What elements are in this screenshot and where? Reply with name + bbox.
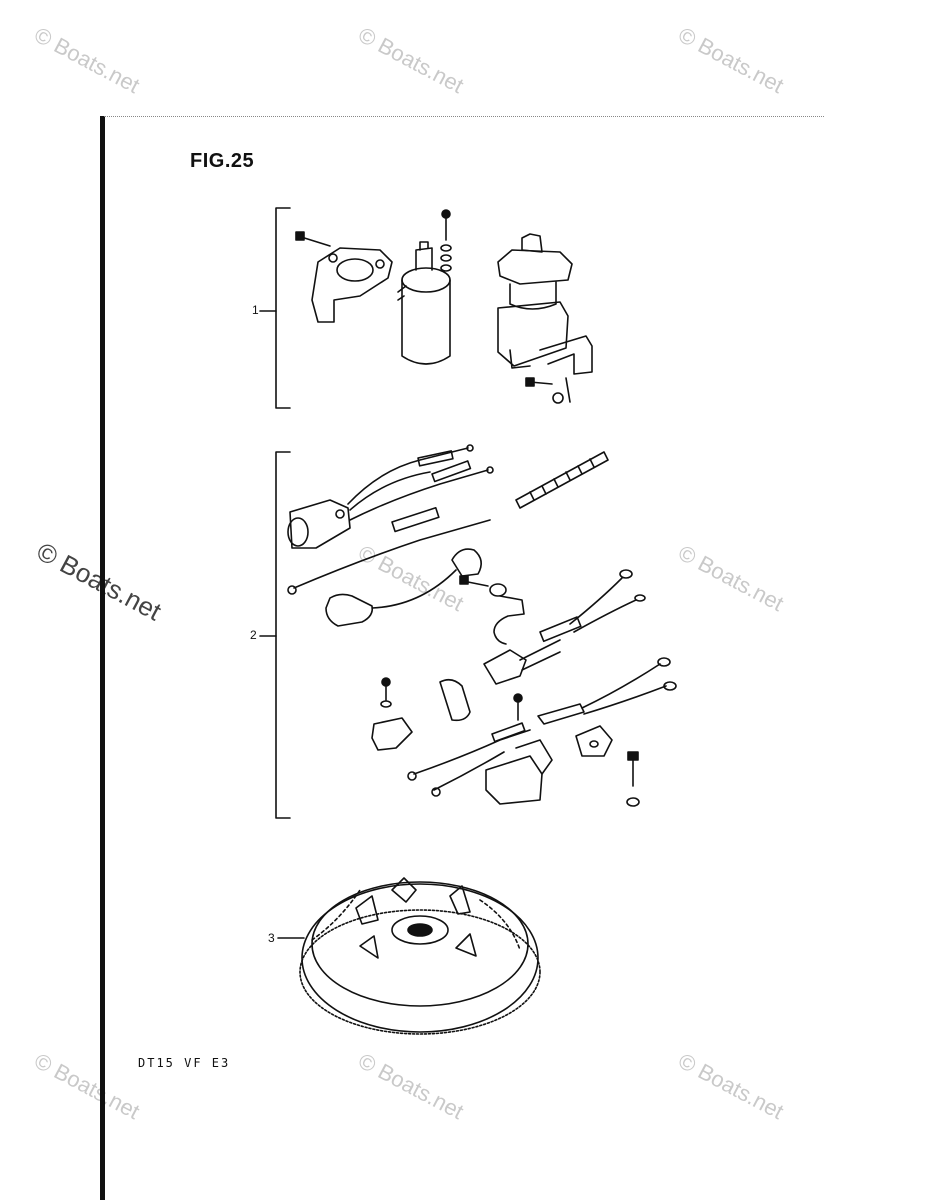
model-code: DT15 VF E3	[138, 1056, 231, 1070]
page-border-left	[100, 116, 105, 1200]
ignition-coil-part	[397, 209, 452, 365]
group-2-bracket	[259, 451, 291, 819]
flywheel-part	[277, 877, 541, 1035]
starter-solenoid-part	[497, 233, 593, 404]
fuse-holder-part	[407, 657, 677, 805]
figure-title: FIG.25	[190, 150, 255, 172]
wire-clamp-part	[371, 677, 471, 751]
spiral-wire-cover-part	[515, 451, 609, 509]
page-border-top	[104, 116, 824, 117]
group-1-bracket	[259, 207, 291, 409]
callout-1: 1	[252, 303, 259, 317]
wire-harness-part	[287, 444, 494, 549]
neutral-switch-part	[483, 569, 646, 685]
cable-clip-part	[459, 575, 525, 645]
battery-cable-part	[287, 506, 491, 627]
bolt-washer-part	[626, 751, 640, 807]
callout-2: 2	[250, 628, 257, 642]
callout-3: 3	[268, 931, 275, 945]
mounting-bracket-part	[295, 231, 393, 323]
